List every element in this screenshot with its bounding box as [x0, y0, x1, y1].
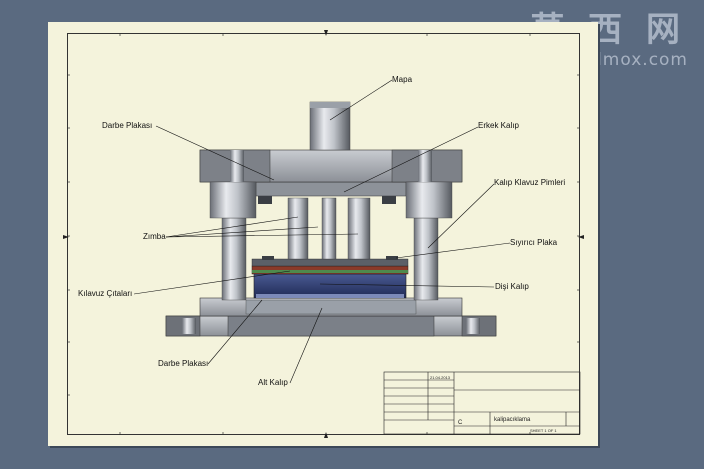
label-mapa: Mapa — [392, 75, 413, 84]
label-siyirici-plaka: Sıyırıcı Plaka — [510, 238, 558, 247]
darbe-plakasi-top-part — [199, 149, 463, 219]
label-kilavuz-citalari: Kılavuz Çıtaları — [78, 289, 133, 298]
zone-ticks — [67, 33, 580, 435]
label-disi-kalip: Dişi Kalıp — [495, 282, 529, 291]
drawing-frame — [67, 33, 580, 435]
darbe-plakasi-bottom-part — [199, 297, 463, 317]
title-block-sheet: SHEET 1 OF 1 — [530, 428, 557, 433]
guide-pillars — [221, 217, 439, 301]
center-marks — [63, 30, 584, 438]
alt-kalip-base — [165, 315, 497, 337]
title-block-date: 21.04.2013 — [430, 375, 451, 380]
mapa-part — [309, 101, 351, 151]
label-erkek-kalip: Erkek Kalıp — [478, 121, 519, 130]
title-block-size: C — [458, 420, 463, 426]
label-kalip-klavuz-pimleri: Kalıp Klavuz Pimleri — [494, 178, 566, 187]
label-darbe-plakasi-bottom: Darbe Plakası — [158, 359, 209, 368]
leader-lines — [133, 79, 511, 384]
label-darbe-plakasi-top: Darbe Plakası — [102, 121, 153, 130]
label-zimba: Zımba — [143, 232, 166, 241]
title-block-title: kalipacıklama — [494, 417, 531, 423]
zimba-punches — [287, 197, 371, 260]
siyirici-plaka-part — [251, 256, 409, 275]
disi-kalip-part — [253, 273, 407, 299]
label-alt-kalip: Alt Kalıp — [258, 378, 288, 387]
title-block — [383, 371, 581, 435]
